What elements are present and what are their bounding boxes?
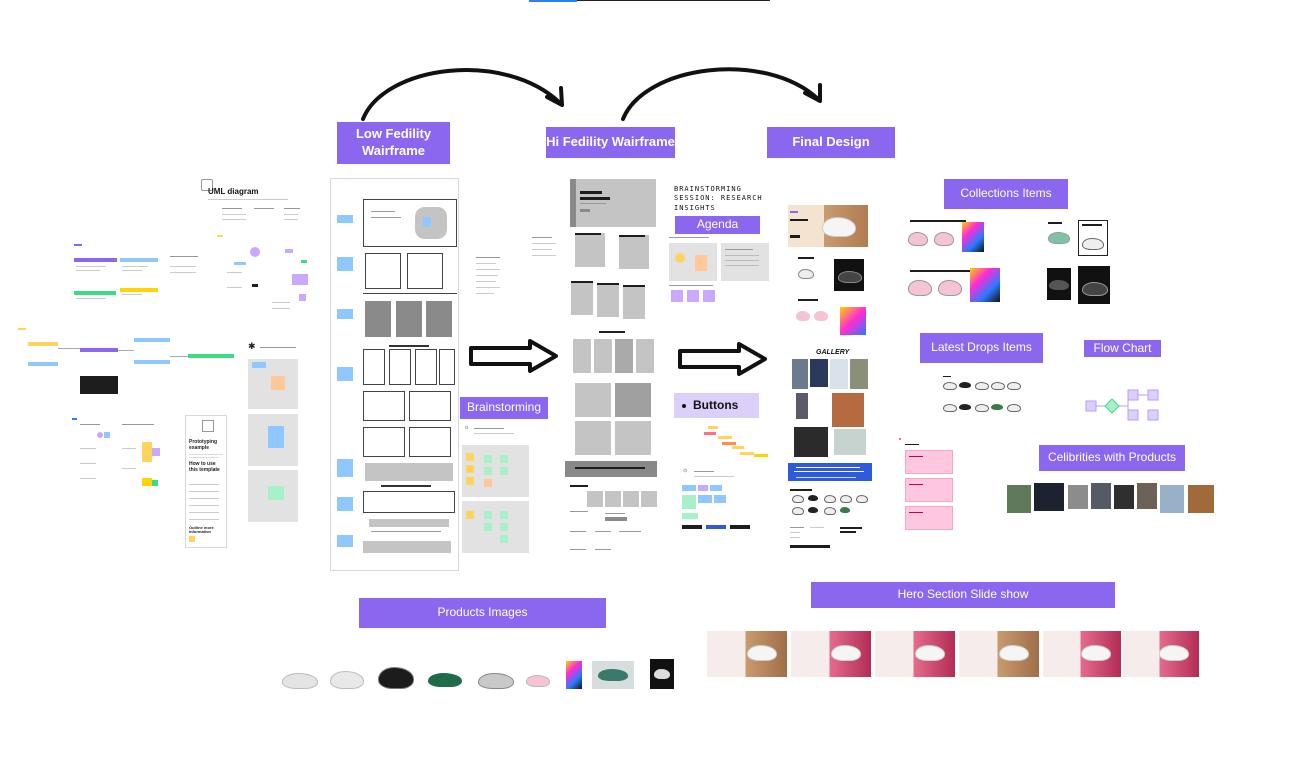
- block-arrow-right-icon: [678, 342, 767, 376]
- bullet-icon: [682, 404, 686, 408]
- sticky-board-left: [72, 418, 162, 498]
- label-hero-slideshow[interactable]: Hero Section Slide show: [811, 582, 1115, 608]
- collections-items-board: [906, 216, 1116, 306]
- prototyping-how-to: How to use this template: [189, 461, 220, 473]
- label-flow-chart[interactable]: Flow Chart: [1084, 340, 1161, 357]
- label-low-fidelity[interactable]: Low Fedility Wairframe: [337, 122, 450, 164]
- curved-arrow-icon: [621, 67, 820, 121]
- top-edge-line: [577, 0, 770, 1]
- final-design-page: GALLERY: [786, 199, 874, 551]
- document-icon: [202, 420, 214, 432]
- latest-drops-board: [941, 374, 1021, 414]
- products-images-row: [278, 655, 676, 691]
- pink-notes-board: [899, 438, 989, 552]
- prototyping-title: Prototyping example: [189, 439, 218, 451]
- lightbulb-icon: ☼: [682, 467, 689, 474]
- buttons-card[interactable]: Buttons: [674, 393, 759, 418]
- sequence-diagram: [18, 328, 234, 398]
- class-diagram: [70, 244, 200, 310]
- label-agenda[interactable]: Agenda: [675, 216, 760, 234]
- top-edge-accent: [529, 0, 577, 2]
- prototyping-outline: Outline more information: [189, 525, 214, 535]
- brainstorm-notes: [472, 235, 562, 305]
- label-collections-items[interactable]: Collections Items: [944, 179, 1068, 209]
- label-products-images[interactable]: Products Images: [359, 598, 606, 628]
- block-arrow-right-icon: [469, 339, 558, 373]
- curved-arrow-head-icon: [545, 86, 564, 107]
- label-final-design[interactable]: Final Design: [767, 127, 895, 158]
- scribble-icon: ✱: [248, 341, 256, 351]
- buttons-chart: [700, 424, 772, 459]
- design-notes-card: ☼: [680, 465, 752, 540]
- label-brainstorming[interactable]: Brainstorming: [460, 397, 548, 419]
- curved-arrow-icon: [361, 68, 562, 121]
- label-latest-drops[interactable]: Latest Drops Items: [920, 333, 1043, 363]
- brainstorm-heading: BRAINSTORMING SESSION: RESEARCH INSIGHTS: [674, 185, 763, 212]
- buttons-label: Buttons: [693, 398, 739, 412]
- lightbulb-icon: ☼: [464, 425, 470, 431]
- label-celebrities[interactable]: Celibrities with Products: [1039, 445, 1185, 471]
- uml-title: UML diagram: [208, 187, 259, 196]
- research-notes-column: ✱: [248, 340, 298, 525]
- gallery-title: GALLERY: [816, 349, 850, 356]
- prototyping-card: Prototyping example How to use this temp…: [185, 415, 227, 548]
- brainstorming-board: ☼: [462, 423, 529, 555]
- low-fi-wireframe: [330, 178, 459, 571]
- flow-chart-diagram: [1085, 389, 1159, 421]
- label-hi-fidelity[interactable]: Hi Fedility Wairframe: [546, 127, 675, 158]
- hero-slides-row: [707, 631, 1199, 677]
- uml-diagram-board: UML diagram: [197, 177, 309, 320]
- agenda-board: [667, 235, 769, 307]
- curved-arrows: [361, 67, 822, 121]
- curved-arrow-head-icon: [803, 83, 822, 103]
- celebrities-photos: [1007, 483, 1214, 515]
- uml-icon: [201, 179, 213, 191]
- hi-fi-wireframe: [565, 177, 657, 557]
